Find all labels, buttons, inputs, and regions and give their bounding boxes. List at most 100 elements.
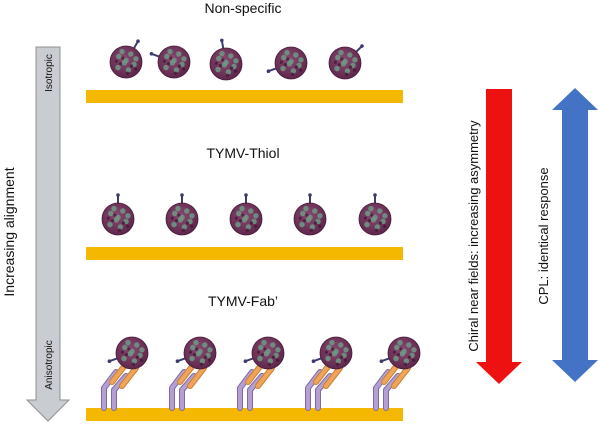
capsid-texture-dot: [195, 347, 199, 351]
capsomer-patch: [374, 224, 381, 230]
virus-particle-nonspecific-3: [209, 38, 243, 81]
capsomer-patch: [171, 57, 177, 64]
heavy-chain-fill: [384, 374, 400, 410]
capsid-texture-dot: [234, 216, 238, 220]
capsomer-patch: [300, 210, 306, 217]
capsomer-patch: [197, 348, 203, 355]
capsomer-patch: [199, 358, 206, 364]
capsid-texture-dot: [182, 67, 186, 71]
capsid-texture-dot: [291, 72, 295, 76]
capsomer-patch: [333, 348, 339, 355]
capsid-texture-dot: [230, 66, 234, 70]
capsid-texture-dot: [162, 59, 166, 63]
substrate-thiol: [86, 247, 403, 260]
capsid-texture-dot: [118, 62, 122, 66]
capsomer-patch: [368, 205, 374, 212]
capsomer-patch: [265, 348, 271, 355]
capsomer-patch: [267, 358, 274, 364]
capsid-texture-dot: [113, 213, 117, 217]
capsid-texture-dot: [126, 224, 130, 228]
light-chain-fill: [392, 366, 410, 388]
fab-antibody-1: [101, 361, 139, 411]
capsomer-patch: [245, 224, 252, 230]
capsid-texture-dot: [349, 65, 353, 69]
capsomer-patch: [223, 59, 229, 66]
panel-title-thiol: TYMV-Thiol: [206, 145, 279, 161]
linker-tip: [266, 69, 271, 74]
capsomer-patch: [406, 342, 412, 348]
capsid-texture-dot: [379, 221, 383, 225]
capsid-texture-dot: [370, 213, 374, 217]
capsomer-patch: [364, 221, 370, 228]
virus-particle-nonspecific-4: [266, 46, 308, 80]
capsid-texture-dot: [136, 355, 140, 359]
capsid-texture-dot: [340, 355, 344, 359]
capsomer-patch: [216, 55, 222, 62]
capsid-texture-dot: [208, 358, 212, 362]
capsid-texture-dot: [246, 228, 250, 232]
virus-particle-fab-5: [379, 336, 421, 370]
capsomer-patch: [108, 210, 114, 217]
virus-particle-thiol-4: [293, 193, 327, 236]
capsid-texture-dot: [234, 69, 238, 73]
capsomer-patch: [338, 342, 344, 348]
capsid-texture-dot: [250, 221, 254, 225]
panel-title-fab: TYMV-Fab’: [208, 293, 278, 309]
heavy-chain-fill: [248, 374, 264, 410]
fab-antibody-3: [237, 361, 275, 411]
capsomer-patch: [347, 52, 353, 58]
axis-title: Increasing alignment: [1, 167, 17, 296]
capsid-texture-dot: [314, 221, 318, 225]
capsid-texture-dot: [404, 362, 408, 366]
capsomer-patch: [298, 57, 304, 63]
capsomer-patch: [115, 64, 121, 71]
capsid-texture-dot: [302, 219, 306, 223]
capsid-texture-dot: [340, 57, 344, 61]
capsomer-patch: [288, 58, 294, 65]
heavy-chain-fill: [316, 374, 332, 410]
capsomer-patch: [122, 344, 128, 351]
capsomer-patch: [393, 355, 399, 362]
capsid-texture-dot: [214, 61, 218, 65]
capsid-texture-dot: [310, 228, 314, 232]
linker-tip: [243, 359, 248, 364]
heavy-chain-fill: [180, 374, 196, 410]
capsomer-patch: [189, 355, 195, 362]
linker-tip: [175, 359, 180, 364]
capsomer-patch: [111, 205, 117, 212]
capsomer-patch: [329, 339, 335, 346]
capsid-texture-dot: [170, 216, 174, 220]
capsomer-patch: [134, 342, 140, 348]
virus-particle-fab-4: [311, 336, 353, 370]
capsid-texture-dot: [132, 362, 136, 366]
capsid-texture-dot: [130, 64, 134, 68]
capsid-texture-dot: [110, 219, 114, 223]
capsomer-patch: [125, 67, 132, 73]
capsid-texture-dot: [178, 64, 182, 68]
virus-particle-fab-2: [175, 336, 217, 370]
capsid-texture-dot: [174, 71, 178, 75]
light-chain-fill: [256, 366, 274, 388]
capsomer-patch: [401, 348, 407, 355]
capsid-texture-dot: [408, 355, 412, 359]
capsomer-patch: [326, 344, 332, 351]
capsomer-patch: [189, 213, 195, 219]
linker-tip: [116, 193, 120, 197]
capsomer-patch: [258, 344, 264, 351]
capsid-texture-dot: [182, 228, 186, 232]
capsomer-patch: [193, 339, 199, 346]
capsomer-patch: [239, 205, 245, 212]
heavy-chain-fill: [112, 374, 128, 410]
fab-antibody-5: [373, 361, 411, 411]
capsid-texture-dot: [336, 362, 340, 366]
light-chain-fill: [120, 366, 138, 388]
capsid-texture-dot: [134, 67, 138, 71]
capsomer-patch: [119, 48, 125, 55]
capsid-texture-dot: [221, 58, 225, 62]
capsomer-patch: [184, 208, 190, 214]
capsid-texture-dot: [121, 56, 125, 60]
capsid-texture-dot: [399, 347, 403, 351]
capsomer-patch: [139, 347, 145, 353]
axis-bottom-label: Anisotropic: [44, 340, 55, 389]
particles-fab: [101, 336, 421, 411]
